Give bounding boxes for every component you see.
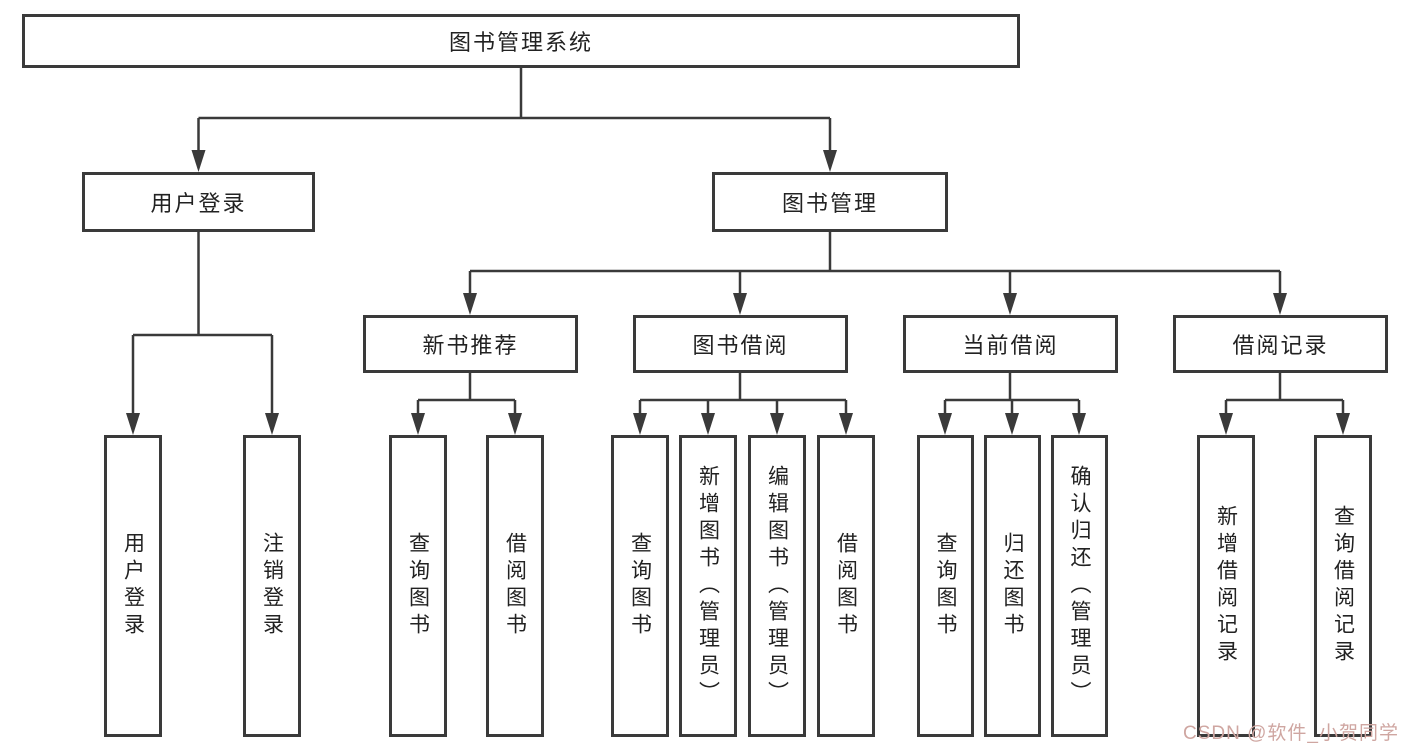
leaf-return-books: 归还图书 xyxy=(984,435,1041,737)
leaf-edit-books-admin: 编辑图书（管理员） xyxy=(748,435,806,737)
node-current-borrowing: 当前借阅 xyxy=(903,315,1118,373)
node-book-borrowing: 图书借阅 xyxy=(633,315,848,373)
node-label: 新增借阅记录 xyxy=(1214,505,1238,667)
node-book-management: 图书管理 xyxy=(712,172,948,232)
node-label: 当前借阅 xyxy=(962,333,1059,358)
node-label: 用户登录 xyxy=(121,532,145,640)
node-label: 查询图书 xyxy=(406,532,430,640)
leaf-query-books-recommend: 查询图书 xyxy=(389,435,447,737)
node-root: 图书管理系统 xyxy=(22,14,1020,68)
node-new-book-recommendation: 新书推荐 xyxy=(363,315,578,373)
node-label: 图书管理 xyxy=(781,191,878,216)
node-label: 归还图书 xyxy=(1001,532,1024,640)
watermark: CSDN @软件_小贺同学 xyxy=(1183,723,1399,744)
leaf-confirm-return-admin: 确认归还（管理员） xyxy=(1051,435,1108,737)
node-borrowing-records: 借阅记录 xyxy=(1173,315,1388,373)
leaf-query-borrow-record: 查询借阅记录 xyxy=(1314,435,1372,737)
node-label: 查询图书 xyxy=(628,532,652,640)
node-label: 注销登录 xyxy=(260,532,284,640)
node-user-login: 用户登录 xyxy=(82,172,315,232)
leaf-add-borrow-record: 新增借阅记录 xyxy=(1197,435,1255,737)
node-label: 图书管理系统 xyxy=(448,30,593,55)
node-label: 借阅记录 xyxy=(1232,333,1329,358)
leaf-logout-login: 注销登录 xyxy=(243,435,301,737)
leaf-borrow-books-recommend: 借阅图书 xyxy=(486,435,544,737)
leaf-query-books-borrow: 查询图书 xyxy=(611,435,669,737)
leaf-user-login: 用户登录 xyxy=(104,435,162,737)
node-label: 用户登录 xyxy=(150,191,247,216)
node-label: 确认归还（管理员） xyxy=(1068,464,1091,708)
node-label: 图书借阅 xyxy=(692,333,789,358)
node-label: 查询图书 xyxy=(934,532,957,640)
node-label: 编辑图书（管理员） xyxy=(765,464,789,708)
node-label: 查询借阅记录 xyxy=(1331,505,1355,667)
leaf-query-books-current: 查询图书 xyxy=(917,435,974,737)
leaf-borrow-books: 借阅图书 xyxy=(817,435,875,737)
node-label: 新书推荐 xyxy=(422,333,519,358)
arrowheads xyxy=(126,150,1350,435)
leaf-add-books-admin: 新增图书（管理员） xyxy=(679,435,737,737)
node-label: 借阅图书 xyxy=(503,532,527,640)
node-label: 新增图书（管理员） xyxy=(696,464,720,708)
node-label: 借阅图书 xyxy=(834,532,858,640)
